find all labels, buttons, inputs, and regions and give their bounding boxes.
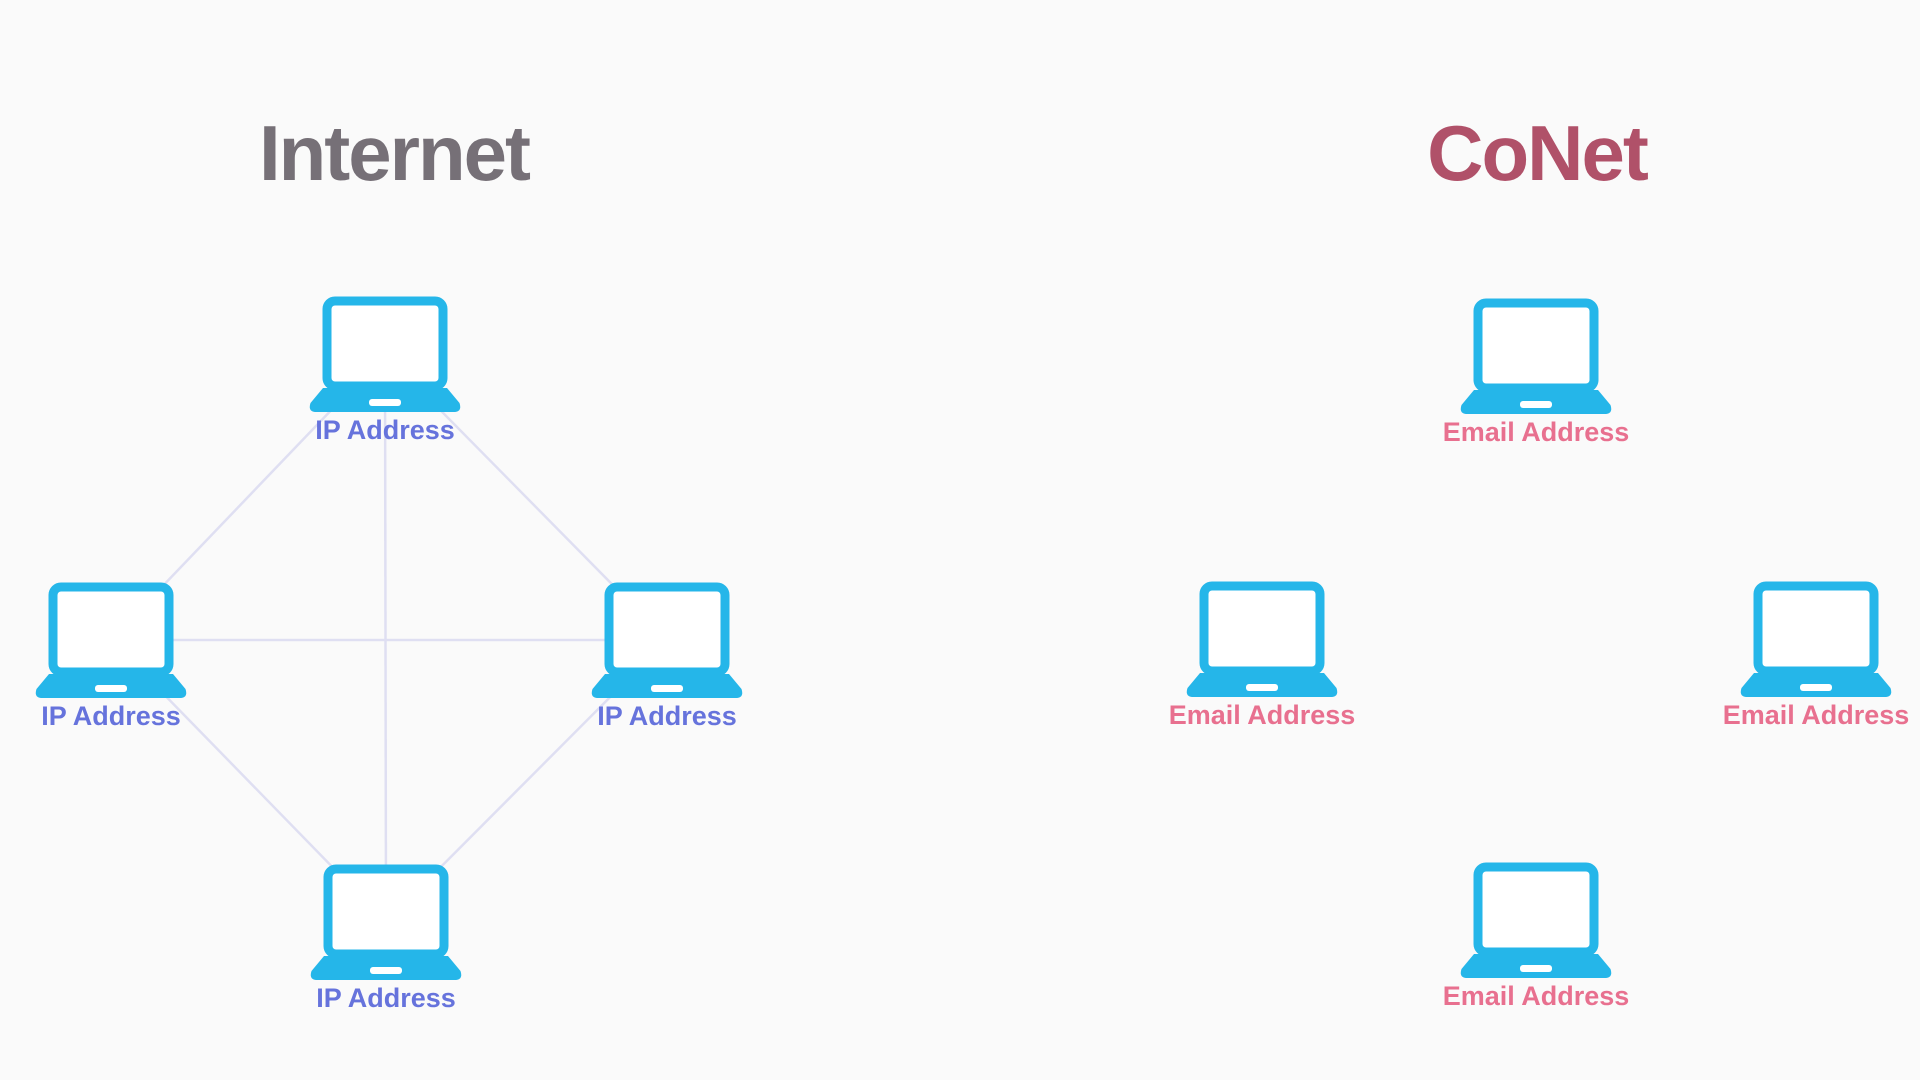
node-label: Email Address — [1722, 700, 1910, 730]
node-label: IP Address — [597, 701, 737, 731]
node-label: IP Address — [41, 701, 181, 731]
node-label: Email Address — [1442, 981, 1630, 1011]
internet-node-top: IP Address — [255, 296, 515, 446]
node-label: Email Address — [1168, 700, 1356, 730]
node-label: Email Address — [1442, 417, 1630, 447]
node-label: IP Address — [315, 415, 455, 445]
laptop-icon — [1458, 862, 1614, 978]
conet-title: CoNet — [1427, 109, 1649, 197]
internet-node-left: IP Address — [0, 582, 241, 732]
laptop-icon — [589, 582, 745, 698]
laptop-icon — [1738, 581, 1894, 697]
laptop-icon — [1184, 581, 1340, 697]
laptop-icon — [33, 582, 189, 698]
node-label: IP Address — [316, 983, 456, 1013]
laptop-icon — [307, 296, 463, 412]
conet-node-top: Email Address — [1406, 298, 1666, 448]
internet-node-right: IP Address — [537, 582, 797, 732]
internet-title: Internet — [258, 109, 531, 197]
internet-node-bottom: IP Address — [256, 864, 516, 1014]
laptop-icon — [1458, 298, 1614, 414]
conet-node-bottom: Email Address — [1406, 862, 1666, 1012]
laptop-icon — [308, 864, 464, 980]
conet-node-left: Email Address — [1132, 581, 1392, 731]
conet-node-right: Email Address — [1686, 581, 1920, 731]
